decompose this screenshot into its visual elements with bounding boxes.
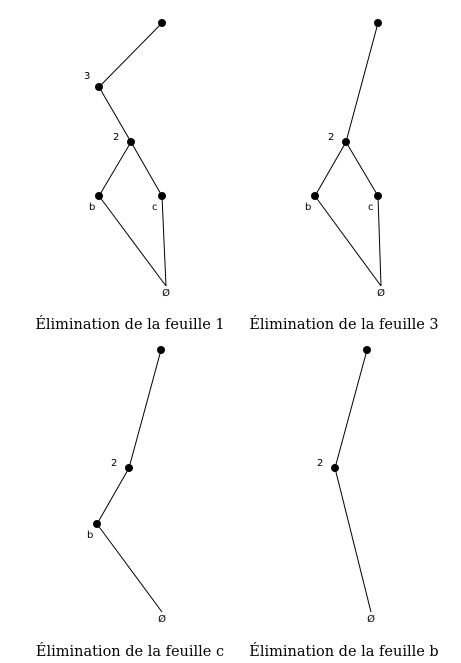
graph-panel-3: 2 bØ (87, 346, 166, 625)
node-top (158, 19, 166, 27)
node-n2 (127, 138, 135, 146)
edge-n3-n2 (98, 86, 132, 143)
edge-n2-b (96, 467, 130, 525)
node-label-empty: Ø (367, 613, 375, 625)
graph-panel-1: 3 2 b cØ (84, 19, 170, 299)
node-top (374, 19, 382, 27)
edge-top-n3 (98, 22, 163, 88)
graph-panel-4: 2Ø (317, 346, 375, 625)
edge-b-empty (314, 195, 382, 287)
node-n2 (342, 138, 350, 146)
node-n2 (331, 464, 339, 472)
edge-c-empty (377, 195, 382, 287)
edge-top-n2 (334, 349, 368, 469)
node-n3 (95, 83, 103, 91)
node-label-c: c (152, 202, 158, 213)
caption-panel-3: Élimination de la feuille c (35, 644, 225, 660)
node-label-b: b (87, 530, 93, 541)
node-b (311, 192, 319, 200)
edge-top-n2 (345, 22, 379, 143)
node-c (158, 192, 166, 200)
node-label-empty: Ø (377, 287, 385, 299)
node-label-n2: 2 (113, 132, 119, 143)
node-label-n2: 2 (111, 458, 117, 469)
edge-b-empty (98, 195, 167, 287)
caption-panel-4: Élimination de la feuille b (249, 644, 439, 660)
node-label-n2: 2 (317, 458, 323, 469)
node-label-empty: Ø (158, 613, 166, 625)
node-label-b: b (305, 202, 311, 213)
node-b (93, 520, 101, 528)
node-label-b: b (89, 202, 95, 213)
edge-top-n2 (128, 349, 162, 469)
graph-panel-2: 2 b cØ (305, 19, 385, 299)
node-n2 (125, 464, 133, 472)
caption-panel-1: Élimination de la feuille 1 (35, 317, 225, 333)
caption-panel-2: Élimination de la feuille 3 (249, 317, 439, 333)
node-label-n3: 3 (84, 71, 90, 82)
node-top (157, 346, 165, 354)
node-label-c: c (368, 202, 374, 213)
node-label-empty: Ø (162, 287, 170, 299)
edge-n2-c (345, 141, 379, 197)
edge-n2-empty (334, 467, 372, 613)
node-label-n2: 2 (328, 132, 334, 143)
node-c (374, 192, 382, 200)
node-top (363, 346, 371, 354)
edge-n2-b (98, 141, 132, 197)
node-b (95, 192, 103, 200)
edge-c-empty (161, 195, 167, 287)
edge-b-empty (96, 523, 163, 613)
edge-n2-b (314, 141, 347, 197)
edge-n2-c (130, 141, 163, 197)
